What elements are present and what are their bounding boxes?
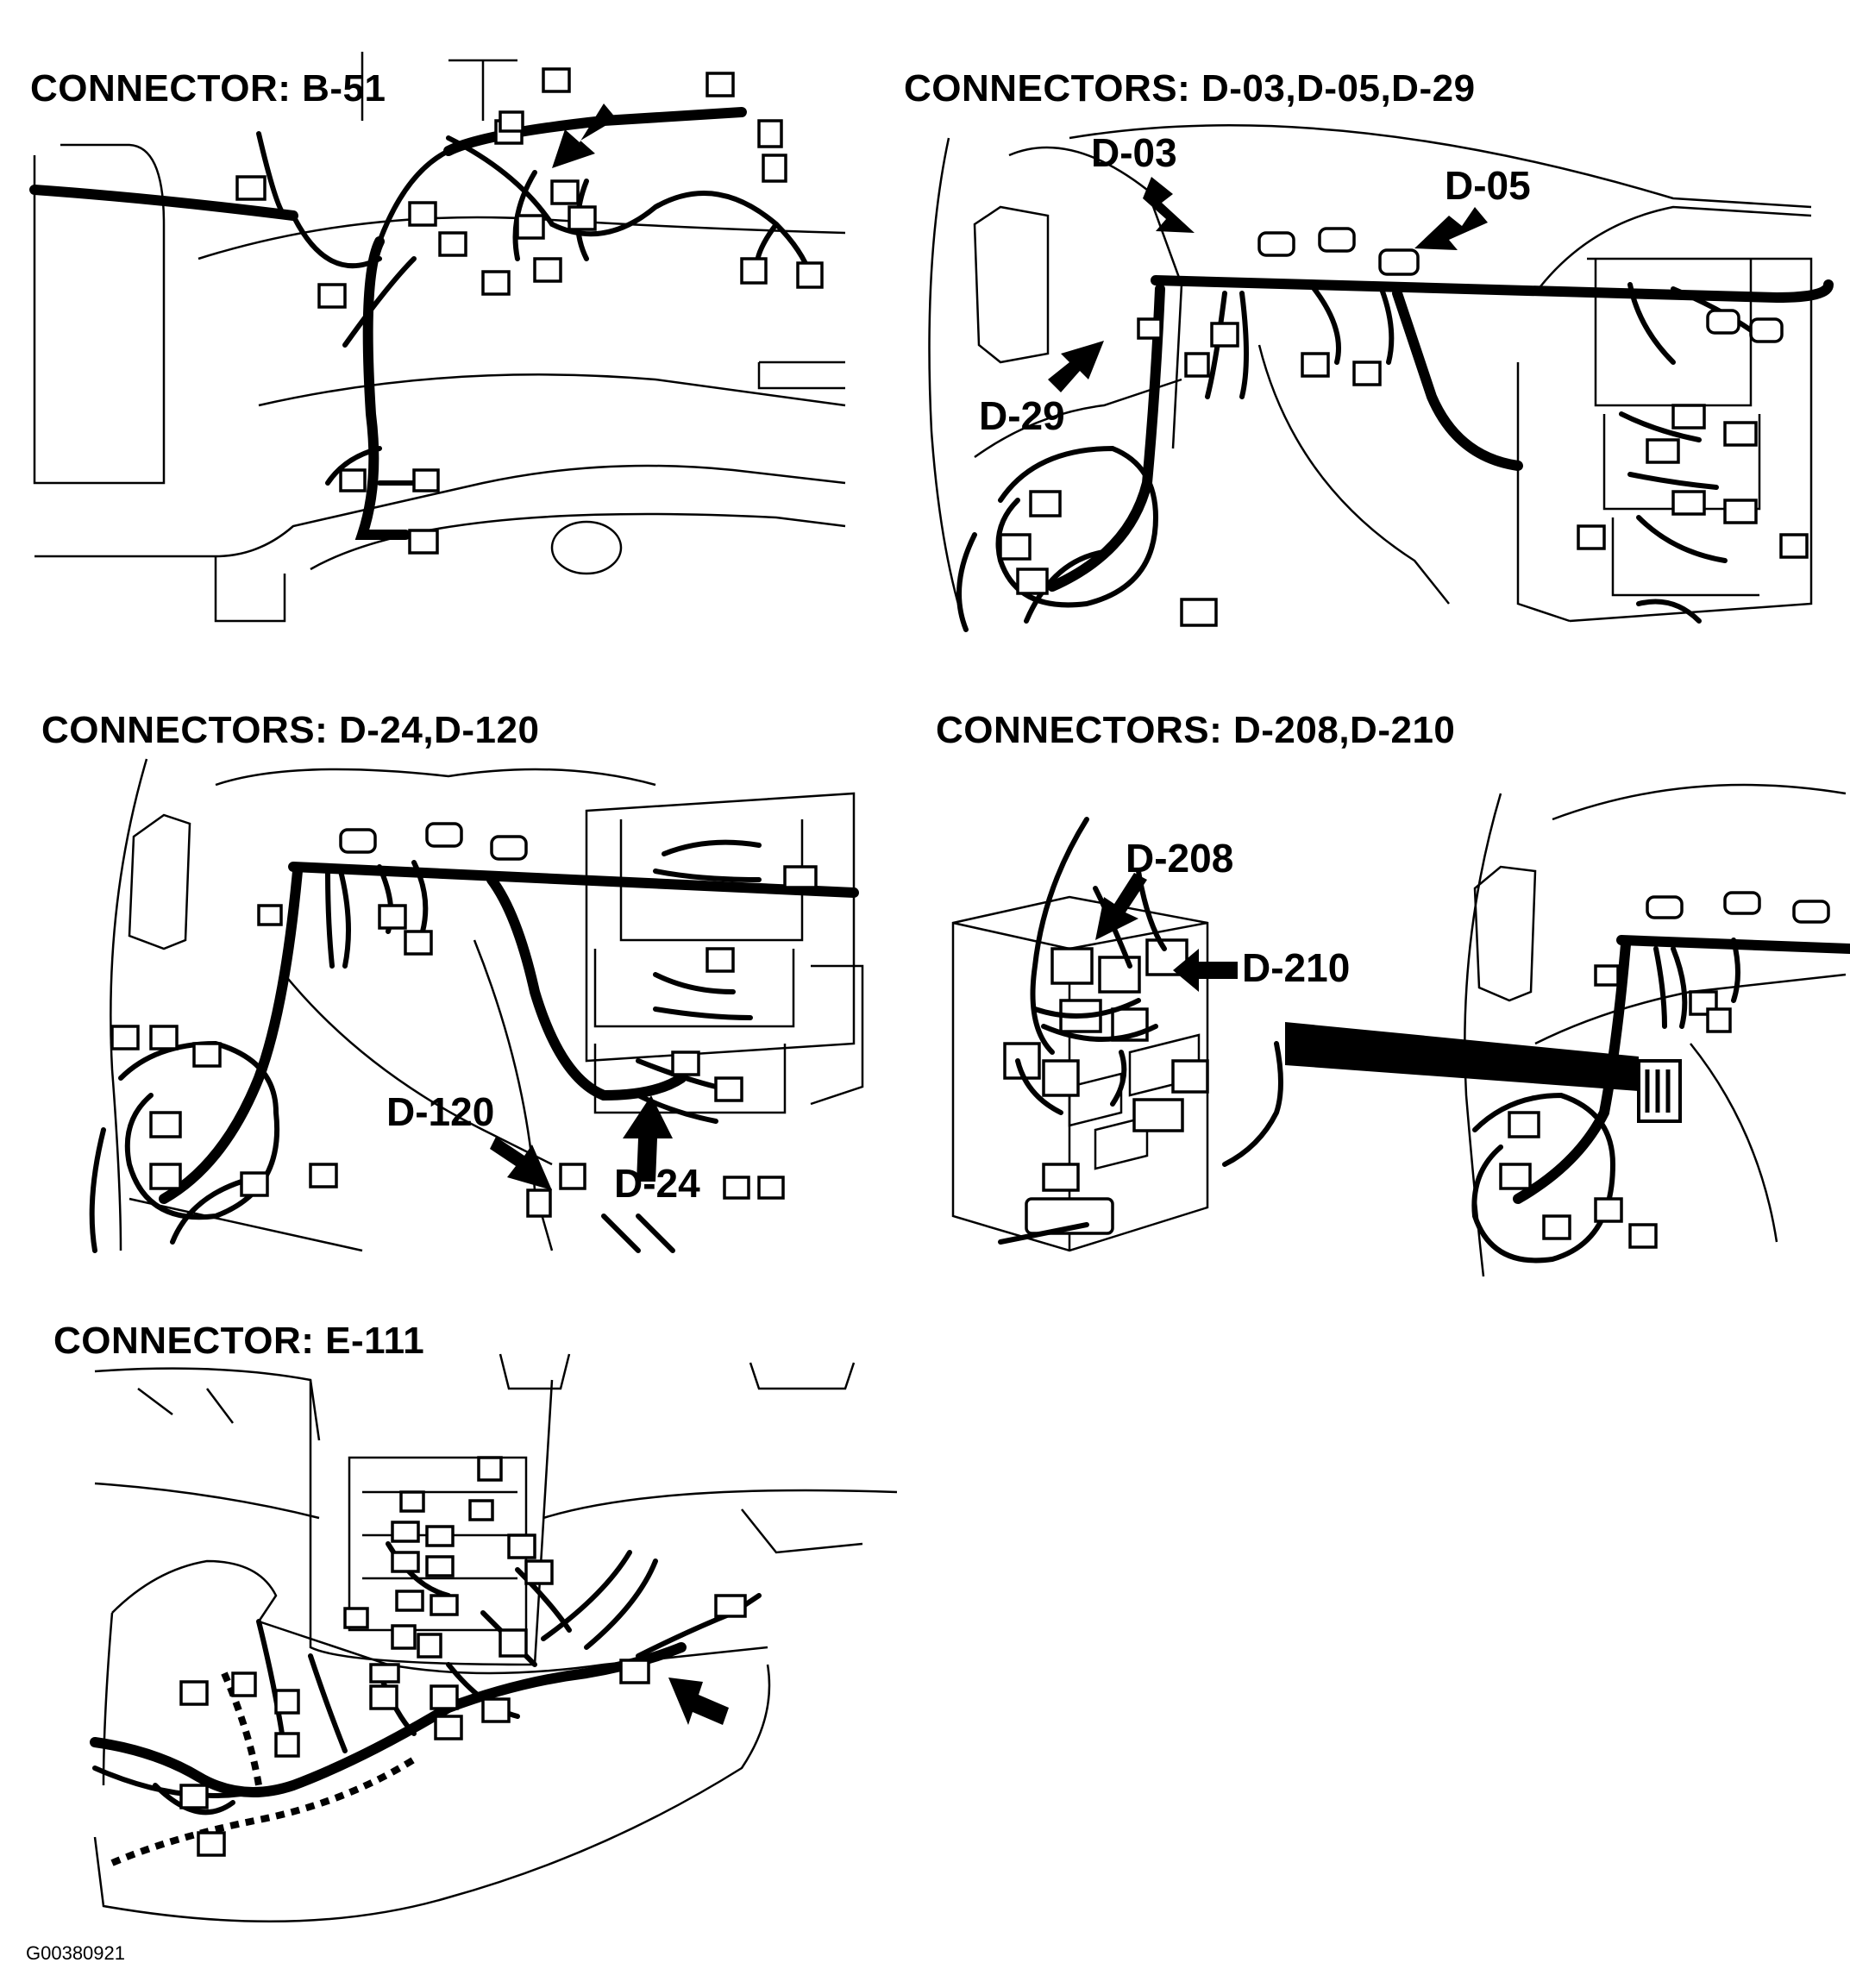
- panel-b51: CONNECTOR: B-51: [0, 0, 862, 638]
- arrow-d208: [1095, 873, 1147, 940]
- panel-e111: CONNECTOR: E-111: [0, 1302, 914, 1932]
- callout-d208: D-208: [1126, 836, 1234, 881]
- panel-d208-d210: CONNECTORS: D-208,D-210: [914, 681, 1850, 1285]
- panel-title: CONNECTORS: D-24,D-120: [41, 709, 540, 751]
- callout-d03: D-03: [1091, 130, 1177, 175]
- callout-d29: D-29: [979, 393, 1065, 438]
- arrow-d29: [1048, 341, 1104, 392]
- leader-line: [1285, 1022, 1639, 1091]
- harness-illustration-d208-d210: [951, 783, 1850, 1277]
- arrow-d03: [1143, 177, 1195, 233]
- callout-d120: D-120: [386, 1089, 495, 1134]
- arrow-e111: [668, 1678, 729, 1725]
- harness-illustration-e111: [90, 1353, 898, 1923]
- arrow-d24: [623, 1095, 673, 1182]
- panel-title: CONNECTOR: E-111: [53, 1320, 425, 1362]
- harness-illustration-b51: [29, 52, 846, 623]
- arrow-d210: [1173, 949, 1238, 992]
- panel-d24-d120: CONNECTORS: D-24,D-120: [0, 681, 880, 1285]
- document-id: G00380921: [26, 1942, 125, 1964]
- harness-illustration-d03-d05-d29: [928, 124, 1834, 632]
- panel-title: CONNECTORS: D-208,D-210: [936, 709, 1456, 751]
- callout-d210: D-210: [1242, 945, 1351, 990]
- arrow-d120: [490, 1137, 552, 1190]
- panel-title: CONNECTOR: B-51: [30, 67, 386, 110]
- panel-d03-d05-d29: CONNECTORS: D-03,D-05,D-29: [897, 0, 1850, 638]
- arrow-d05: [1414, 207, 1488, 250]
- arrow-b51: [552, 103, 617, 168]
- callout-d24: D-24: [614, 1161, 700, 1206]
- harness-illustration-d24-d120: [89, 758, 864, 1253]
- panel-title: CONNECTORS: D-03,D-05,D-29: [904, 67, 1476, 110]
- callout-d05: D-05: [1445, 163, 1531, 208]
